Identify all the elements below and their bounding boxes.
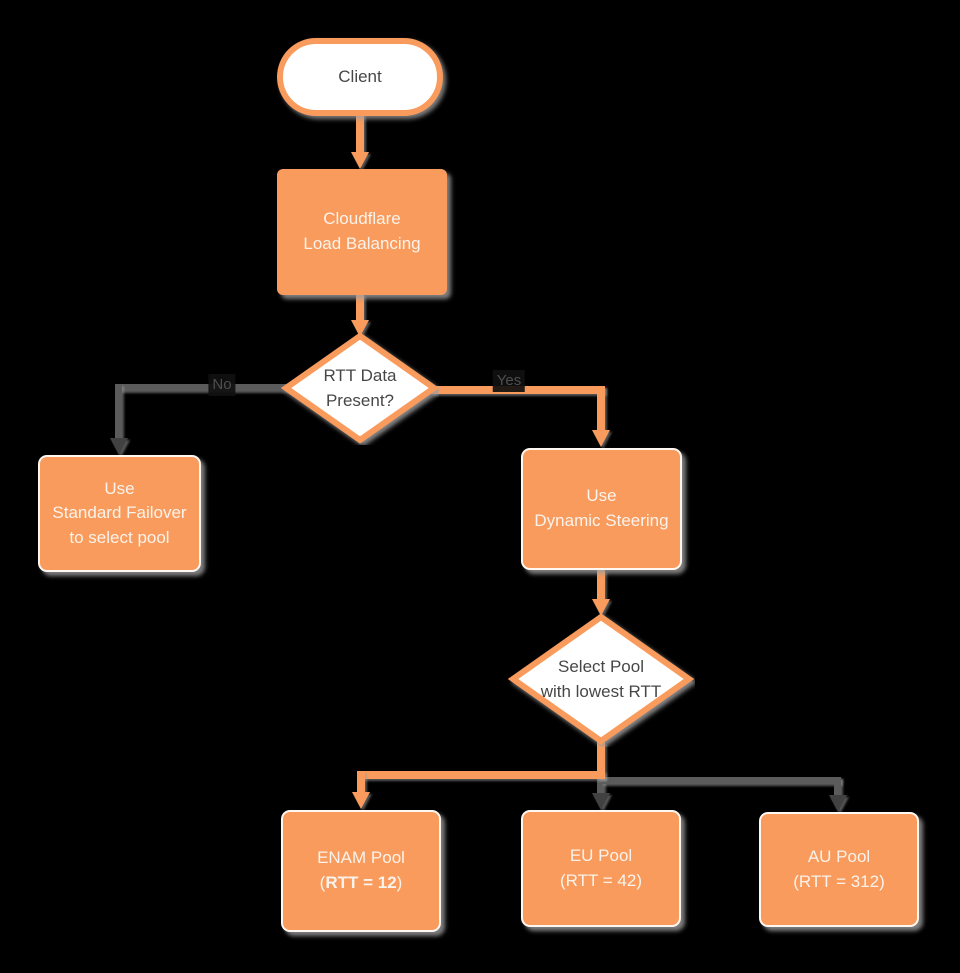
arrowhead-into-standard-failover [110,438,128,455]
node-au-line1: AU Pool [807,846,871,866]
node-enam-line2: (RTT = 12) [319,873,403,892]
node-select-pool-decision: Select Pool with lowest RTT [507,611,695,747]
edge-au-horizontal [601,777,841,784]
node-eu-pool: EU Pool (RTT = 42) [521,810,681,927]
node-enam-pool: ENAM Pool (RTT = 12) [281,810,441,932]
node-cloudflare-line1: Cloudflare [323,209,401,229]
node-dynamic-line1: Use [586,486,617,506]
node-rtt-decision-label: RTT Data Present? [323,365,397,411]
node-failover-line1: Use [104,478,135,498]
node-client-label: Client [338,67,382,86]
arrowhead-into-au-pool [829,795,847,812]
node-eu-line2: (RTT = 42) [559,870,643,890]
node-au-line2: (RTT = 312) [793,871,885,891]
diamond-shape [507,613,695,745]
enam-rtt-bold: RTT = 12 [325,873,397,892]
diamond-shape [281,332,439,444]
arrowhead-into-cloudflare [351,152,369,169]
node-enam-line1: ENAM Pool [317,848,405,868]
edge-label-yes: Yes [492,370,526,392]
node-select-pool-label: Select Pool with lowest RTT [540,656,662,702]
node-use-dynamic-steering: Use Dynamic Steering [521,448,682,570]
edge-dynamic-to-selectpool [597,570,605,601]
node-cloudflare-line2: Load Balancing [303,234,421,253]
node-eu-line1: EU Pool [569,845,633,865]
arrowhead-into-enam-pool [352,792,370,809]
node-failover-line3: to select pool [69,527,170,547]
node-dynamic-line2: Dynamic Steering [534,511,669,530]
arrowhead-into-select-pool [592,599,610,616]
edge-eu-vertical [597,777,604,795]
edge-client-to-cloudflare [356,114,364,156]
edge-no-vertical [115,384,122,440]
arrowhead-into-eu-pool [592,793,610,810]
arrowhead-into-dynamic-steering [592,430,610,447]
edge-enam-vertical [357,771,365,794]
edge-cloudflare-to-decision [356,294,364,322]
node-cloudflare-load-balancing: Cloudflare Load Balancing [277,169,447,295]
edge-label-no: No [208,374,236,396]
edge-enam-horizontal [357,771,605,779]
node-client: Client [277,38,443,116]
node-use-standard-failover: Use Standard Failover to select pool [38,455,201,572]
edge-au-vertical [834,777,841,797]
arrowhead-into-rtt-decision [351,320,369,337]
node-au-pool: AU Pool (RTT = 312) [759,812,919,927]
edge-yes-vertical [597,386,605,432]
node-failover-line2: Standard Failover [52,503,187,523]
node-rtt-data-present-decision: RTT Data Present? [281,331,439,445]
edge-no-horizontal [119,384,290,391]
edge-selectpool-stub [597,742,605,779]
